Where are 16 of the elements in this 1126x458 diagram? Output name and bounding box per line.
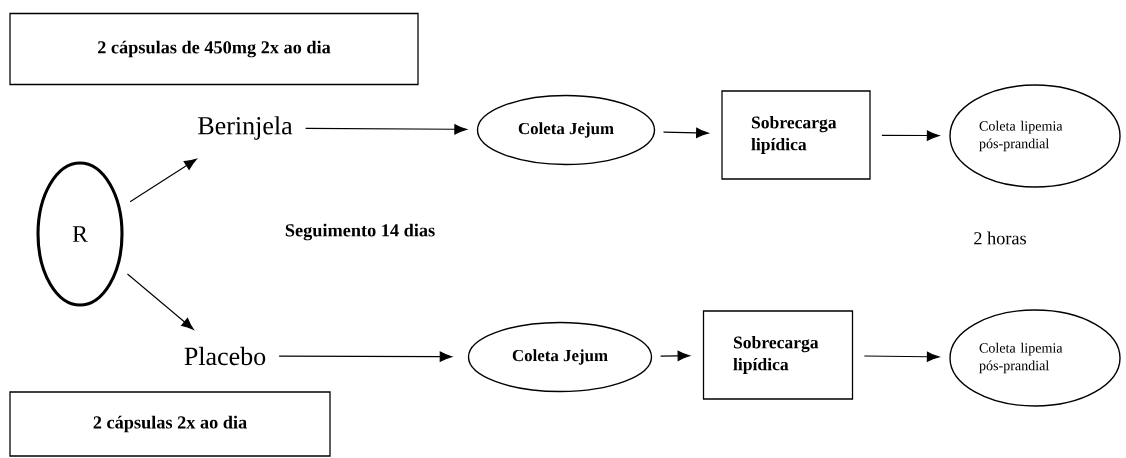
process-box: Sobrecarga lipídica bbox=[721, 90, 871, 180]
dose-box: 2 cápsulas 2x ao dia bbox=[9, 391, 331, 457]
process-box: Sobrecarga lipídica bbox=[702, 310, 854, 400]
note-text: 2 horas bbox=[974, 231, 1026, 245]
note-text: Seguimento 14 dias bbox=[285, 223, 435, 241]
arrow bbox=[305, 124, 467, 135]
arrow bbox=[660, 350, 690, 362]
dose-box: 2 cápsulas de 450mg 2x ao dia bbox=[9, 12, 419, 86]
arrow bbox=[662, 127, 709, 138]
arrow bbox=[863, 351, 940, 362]
group-label: Placebo bbox=[184, 346, 266, 366]
group-label: Berinjela bbox=[198, 116, 293, 140]
arrow bbox=[278, 351, 453, 362]
arrow bbox=[126, 273, 194, 330]
arrow bbox=[881, 130, 940, 141]
arrow bbox=[129, 158, 197, 203]
